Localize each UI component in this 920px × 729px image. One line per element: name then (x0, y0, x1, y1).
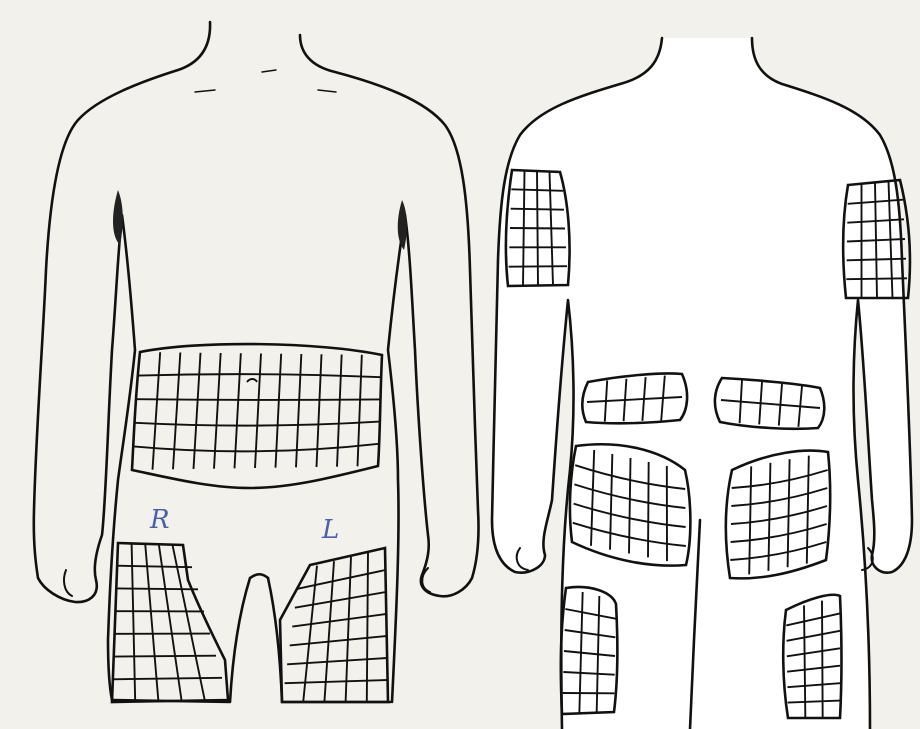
grid-column-line (537, 171, 538, 286)
grid-column-line (648, 462, 649, 557)
grid-row-line (116, 588, 198, 589)
grid-column-line (804, 605, 805, 718)
label-left: L (321, 515, 339, 545)
label-right: R (149, 505, 170, 535)
grid-row-line (114, 656, 216, 657)
grid-column-line (367, 552, 368, 702)
grid-column-line (822, 601, 823, 718)
